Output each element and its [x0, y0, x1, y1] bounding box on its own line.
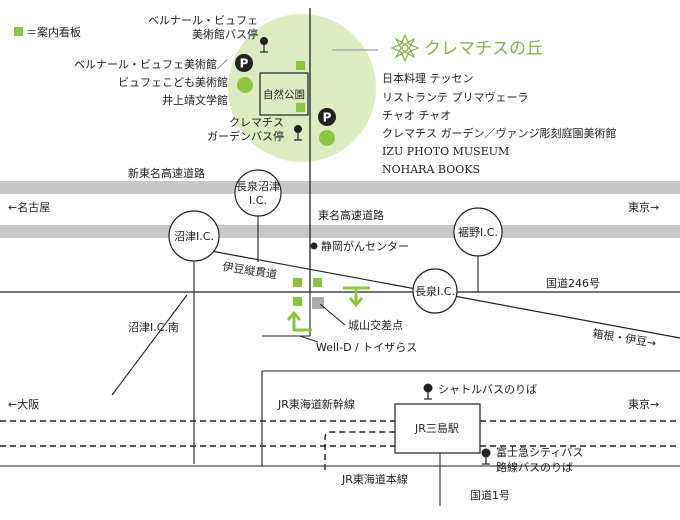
nagaizumi-numazu-ic-l1: 長泉沼津 [236, 179, 280, 193]
nagaizumi-ic [412, 268, 458, 314]
legend-swatch [14, 27, 23, 36]
shiroyama-label: 城山交差点 [348, 318, 403, 332]
tomei-expressway [0, 225, 680, 238]
shuttle-bus-label: シャトルバスのりば [438, 383, 537, 396]
facility-4: クレマチス ガーデン／ヴァンジ彫刻庭園美術館 [382, 126, 617, 140]
sign-marker [296, 61, 305, 70]
facility-3: チャオ チャオ [382, 109, 451, 122]
to-osaka-label: ←大阪 [8, 397, 39, 411]
buffet-bus-stop-l1: ベルナール・ビュフェ [148, 14, 258, 27]
museum-label-3: 井上靖文学館 [162, 93, 228, 107]
museum-label-1: ベルナール・ビュフェ美術館／ [74, 57, 228, 71]
to-nagoya-label: ←名古屋 [8, 200, 50, 214]
garden-bus-stop-l2: ガーデンバス停 [207, 129, 284, 143]
clematis-flower-icon [390, 33, 420, 63]
sign-marker [293, 297, 302, 306]
to-tokyo-bottom-label: 東京→ [628, 397, 659, 411]
nagaizumi-numazu-ic-l2: I.C. [249, 194, 267, 207]
sign-marker [313, 278, 322, 287]
parking-label: P [323, 111, 332, 125]
to-tokyo-top-label: 東京→ [628, 200, 659, 214]
bus-stop-icon [260, 37, 268, 53]
cancer-center-marker [310, 242, 318, 250]
tomei-label: 東名高速道路 [318, 208, 384, 222]
susono-ic [453, 207, 503, 257]
facility-2: リストランテ プリマヴェーラ [382, 90, 529, 104]
buffet-bus-stop-l2: 美術館バス停 [192, 27, 258, 41]
facility-6: NOHARA BOOKS [382, 163, 480, 176]
hakone-label: 箱根・伊豆→ [592, 326, 658, 350]
garden-marker [319, 130, 335, 146]
natural-park-label: 自然公園 [263, 88, 305, 101]
nagaizumi-ic-label: 長泉I.C. [415, 284, 455, 298]
numazu-south-curve [111, 294, 188, 396]
tokaido-branch [324, 431, 395, 470]
parking-icon [235, 54, 253, 72]
izu-jukan-label: 伊豆縦貫道 [222, 259, 279, 281]
welld-label: Well-D / トイザらス [316, 341, 417, 354]
route-arrow-icon [286, 310, 312, 332]
route-arrow-icon [343, 286, 370, 308]
parking-label: P [240, 57, 249, 71]
route1-label: 国道1号 [470, 488, 510, 502]
shinkansen-label: JR東海道新幹線 [277, 397, 355, 411]
sign-marker [296, 103, 305, 112]
museum-label-2: ビュフェこども美術館 [118, 75, 228, 89]
parking-icon [318, 108, 336, 126]
facility-1: 日本料理 テッセン [382, 71, 474, 85]
route246-label: 国道246号 [546, 276, 600, 290]
legend-label: ＝案内看板 [26, 25, 81, 39]
mishima-station: JR三島駅 [414, 421, 459, 435]
mishima-station-box [394, 403, 481, 454]
sign-marker [293, 278, 302, 287]
landmark-title: クレマチスの丘 [424, 39, 543, 59]
numazu-ic [168, 210, 220, 262]
tokaido-label: JR東海道本線 [341, 472, 408, 486]
garden-bus-stop-l1: クレマチス [229, 116, 284, 129]
shiroyama-leader [319, 303, 346, 326]
cancer-center-label: 静岡がんセンター [321, 239, 409, 253]
numazu-ic-label: 沼津I.C. [174, 229, 214, 243]
bus-stop-icon [481, 448, 491, 465]
shin-tomei-expressway [0, 181, 680, 194]
susono-ic-label: 裾野I.C. [458, 225, 498, 239]
numazu-south-label: 沼津I.C.南 [128, 320, 179, 334]
welld-leader [299, 335, 319, 343]
museum-marker [237, 77, 253, 93]
shin-tomei-label: 新東名高速道路 [128, 166, 205, 180]
facility-5: IZU PHOTO MUSEUM [382, 145, 509, 158]
nagaizumi-numazu-ic [234, 169, 282, 217]
fuji-bus-l2: 路線バスのりば [496, 460, 573, 474]
bus-stop-icon [294, 125, 302, 141]
fuji-bus-l1: 富士急シティバス [496, 445, 583, 459]
bus-stop-icon [423, 383, 433, 400]
shiroyama-building [312, 297, 324, 309]
